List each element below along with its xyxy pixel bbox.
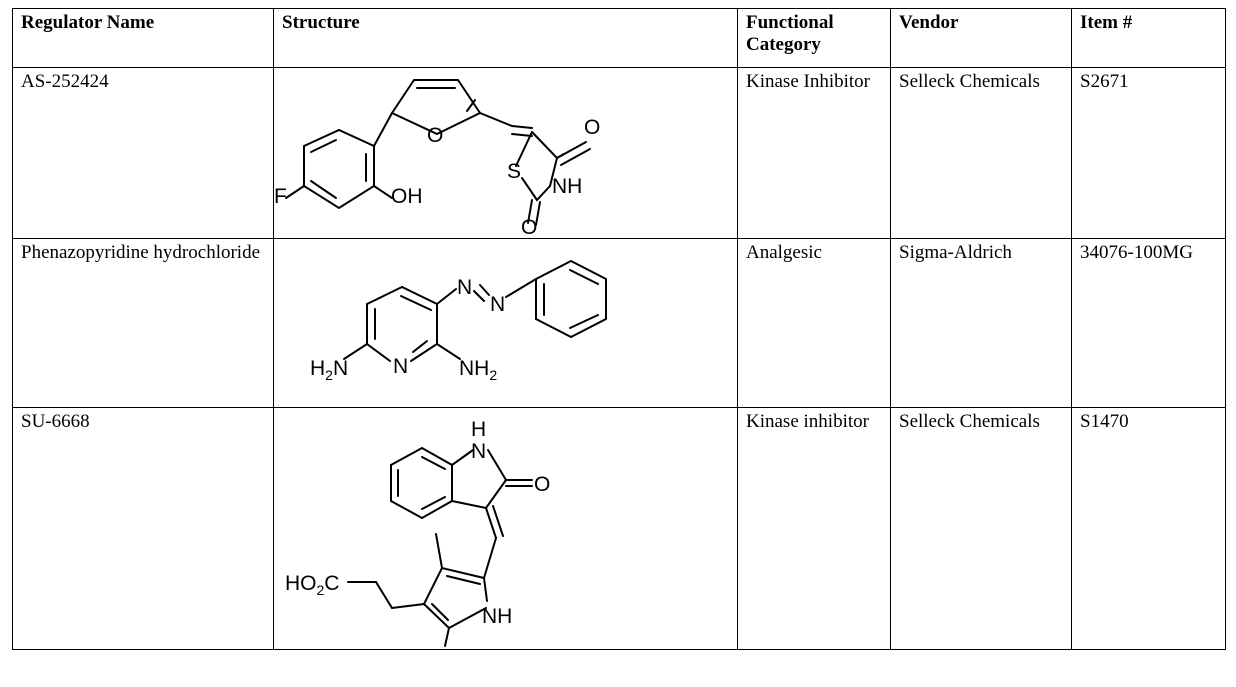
header-structure: Structure — [273, 8, 738, 68]
atom-label: OH — [391, 185, 423, 208]
atom-label: N — [457, 276, 472, 299]
item-number: S2671 — [1071, 67, 1226, 239]
structure-as-252424: O O S NH F OH O — [274, 79, 600, 239]
regulator-name: Phenazopyridine hydrochloride — [12, 238, 274, 408]
vendor: Selleck Chemicals — [890, 407, 1072, 650]
functional-category: Kinase inhibitor — [737, 407, 891, 650]
header-row: Regulator Name Structure Functional Cate… — [12, 8, 1226, 68]
vendor: Selleck Chemicals — [890, 67, 1072, 239]
atom-label: H — [471, 418, 486, 441]
atom-label: S — [507, 160, 521, 183]
functional-category: Analgesic — [737, 238, 891, 408]
regulator-name: AS-252424 — [12, 67, 274, 239]
atom-subscript: 2 — [317, 582, 325, 598]
structure-cell: O O S NH F OH O — [273, 67, 738, 239]
atom-label: H — [310, 357, 325, 380]
regulator-name: SU-6668 — [12, 407, 274, 650]
header-functional-category: Functional Category — [737, 8, 891, 68]
table-row: Phenazopyridine hydrochloride — [12, 238, 1226, 408]
header-regulator-name: Regulator Name — [12, 8, 274, 68]
atom-subscript: 2 — [489, 367, 497, 383]
functional-category: Kinase Inhibitor — [737, 67, 891, 239]
svg-text:HO2C: HO2C — [285, 572, 339, 598]
atom-label: O — [534, 473, 550, 496]
atom-label: N — [471, 440, 486, 463]
item-number: 34076-100MG — [1071, 238, 1226, 408]
atom-label: NH — [482, 605, 512, 628]
atom-label: HO — [285, 572, 317, 595]
atom-label: O — [521, 216, 537, 239]
regulator-table: Regulator Name Structure Functional Cate… — [12, 8, 1226, 650]
structure-cell: N N N H2N NH2 — [273, 238, 738, 408]
header-vendor: Vendor — [890, 8, 1072, 68]
atom-label: NH — [459, 357, 489, 380]
structure-su-6668: H N O NH HO2C — [285, 418, 550, 647]
atom-label: NH — [552, 175, 582, 198]
item-number: S1470 — [1071, 407, 1226, 650]
atom-label: F — [274, 185, 287, 208]
atom-label: O — [427, 124, 443, 147]
svg-text:H2N: H2N — [310, 357, 348, 383]
atom-subscript: 2 — [325, 367, 333, 383]
atom-label: N — [333, 357, 348, 380]
table-row: SU-6668 — [12, 407, 1226, 650]
header-item-number: Item # — [1071, 8, 1226, 68]
table-row: AS-252424 — [12, 67, 1226, 239]
structure-cell: H N O NH HO2C — [273, 407, 738, 650]
atom-label: O — [584, 116, 600, 139]
structure-phenazopyridine: N N N H2N NH2 — [310, 259, 607, 383]
svg-text:NH2: NH2 — [459, 357, 497, 383]
vendor: Sigma-Aldrich — [890, 238, 1072, 408]
atom-label: C — [324, 572, 339, 595]
atom-label: N — [490, 293, 505, 316]
atom-label: N — [393, 355, 408, 378]
